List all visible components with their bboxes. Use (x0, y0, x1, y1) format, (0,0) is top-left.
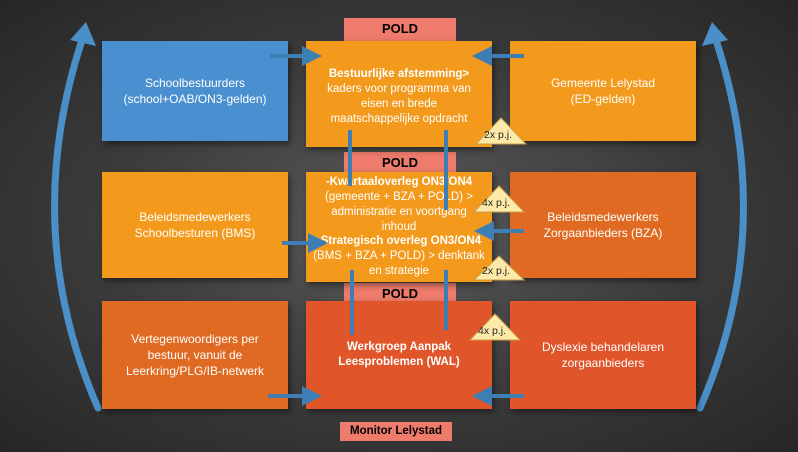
werkgroep-line-2: Leesproblemen (WAL) (338, 356, 460, 368)
box-gemeente-line-2: (ED-gelden) (570, 92, 636, 106)
box-bestuurlijke-afstemming: Bestuurlijke afstemming> kaders voor pro… (306, 41, 492, 147)
box-gemeente-line-1: Gemeente Lelystad (550, 75, 656, 90)
box-vertegenwoordigers: Vertegenwoordigers per bestuur, vanuit d… (102, 301, 288, 409)
box-dyslexie-line-2: zorgaanbieders (561, 356, 645, 370)
box-vertegenwoordigers-line-3: Leerkring/PLG/IB-netwerk (125, 364, 265, 379)
werkgroep-line-1: Werkgroep Aanpak (346, 341, 452, 354)
frequency-triangle-row3 (468, 313, 522, 341)
kwartaaloverleg-line-1: (gemeente + BZA + POLD) > (325, 190, 473, 203)
left-curved-arrow (51, 36, 102, 412)
pold-header-top: POLD (344, 18, 456, 42)
box-schoolbestuurders-line-1: Schoolbestuurders (144, 75, 246, 90)
strategisch-overleg-line-1: (BMS + BZA + POLD) > denktank (313, 250, 485, 263)
monitor-lelystad-label: Monitor Lelystad (340, 422, 452, 441)
bestuurlijke-afstemming-line-1: kaders voor programma van (327, 82, 471, 95)
kwartaaloverleg-title: -Kwartaaloverleg ON3/ON4 (325, 175, 473, 188)
frequency-triangle-row1 (474, 117, 528, 145)
box-overleg-on3-on4: -Kwartaaloverleg ON3/ON4 (gemeente + BZA… (306, 172, 492, 282)
strategisch-overleg-line-2: en strategie (368, 265, 430, 278)
left-curved-arrow-head (70, 22, 96, 46)
strategisch-overleg-title: -Strategisch overleg ON3/ON4 (316, 235, 482, 248)
box-schoolbestuurders-line-2: (school+OAB/ON3-gelden) (123, 92, 267, 106)
kwartaaloverleg-line-3: inhoud (381, 220, 417, 233)
bestuurlijke-afstemming-title: Bestuurlijke afstemming> (328, 68, 470, 80)
freq-label-row2b: 2x p.j. (482, 265, 511, 277)
box-vertegenwoordigers-line-2: bestuur, vanuit de (147, 347, 243, 362)
frequency-triangle-row2b (472, 255, 526, 281)
box-bms-line-1: Beleidsmedewerkers (139, 209, 251, 224)
freq-label-row3: 4x p.j. (478, 325, 507, 337)
freq-label-row1: 2x p.j. (484, 129, 513, 141)
box-dyslexie-behandelaren: Dyslexie behandelaren zorgaanbieders (510, 301, 696, 409)
frequency-triangle-row2a (472, 185, 526, 213)
pold-header-middle: POLD (344, 152, 456, 173)
box-schoolbestuurders: Schoolbestuurders (school+OAB/ON3-gelden… (102, 41, 288, 141)
kwartaaloverleg-line-2: administratie en voortgang (331, 205, 467, 218)
box-vertegenwoordigers-line-1: Vertegenwoordigers per (131, 331, 259, 346)
box-bza-line-1: Beleidsmedewerkers (547, 209, 659, 224)
box-beleidsmedewerkers-zorgaanbieders: Beleidsmedewerkers Zorgaanbieders (BZA) (510, 172, 696, 278)
box-werkgroep-wal: Werkgroep Aanpak Leesproblemen (WAL) (306, 301, 492, 409)
bestuurlijke-afstemming-line-2: eisen en brede (360, 97, 438, 110)
pold-header-bottom: POLD (344, 283, 456, 304)
bestuurlijke-afstemming-line-3: maatschappelijke opdracht (330, 112, 468, 125)
box-beleidsmedewerkers-schoolbesturen: Beleidsmedewerkers Schoolbesturen (BMS) (102, 172, 288, 278)
right-curved-arrow-head (702, 22, 728, 46)
freq-label-row2a: 4x p.j. (482, 197, 511, 209)
box-gemeente-lelystad: Gemeente Lelystad (ED-gelden) (510, 41, 696, 141)
box-dyslexie-line-1: Dyslexie behandelaren (541, 339, 665, 354)
box-bza-line-2: Zorgaanbieders (BZA) (543, 226, 663, 240)
monitor-lelystad-text: Monitor Lelystad (349, 425, 442, 437)
right-curved-arrow (696, 36, 747, 412)
box-bms-line-2: Schoolbesturen (BMS) (134, 226, 256, 240)
